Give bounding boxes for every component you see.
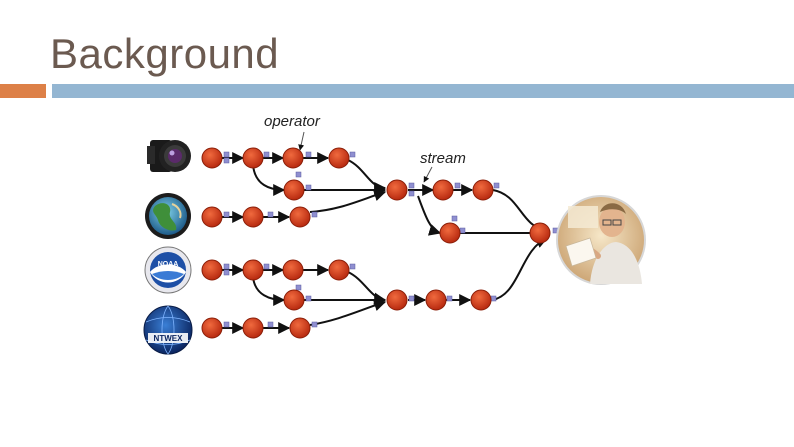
operator-node — [328, 259, 350, 281]
operator-node — [289, 317, 311, 339]
operator-node — [242, 147, 264, 169]
stream-marker — [267, 211, 274, 218]
operator-node — [282, 259, 304, 281]
operator-node — [432, 179, 454, 201]
edge — [347, 271, 387, 305]
operator-node — [386, 179, 408, 201]
operator-node — [201, 147, 223, 169]
operator-node — [201, 206, 223, 228]
operator-node — [282, 147, 304, 169]
slide-title: Background — [50, 30, 280, 77]
stream-marker — [223, 151, 230, 158]
operator-node — [439, 222, 461, 244]
stream-marker — [263, 151, 270, 158]
operator-node — [242, 206, 264, 228]
operator-node — [242, 259, 264, 281]
stream-marker — [459, 227, 466, 234]
camera-icon — [140, 136, 196, 178]
operator-node — [470, 289, 492, 311]
stream-markers — [223, 151, 559, 328]
edge — [347, 159, 387, 194]
stream-pointer — [423, 166, 433, 183]
stream-marker — [295, 171, 302, 178]
stream-marker — [408, 182, 415, 189]
operator-node — [529, 222, 551, 244]
stream-marker — [311, 321, 318, 328]
operator-node — [425, 289, 447, 311]
stream-marker — [263, 263, 270, 270]
stream-marker — [408, 190, 415, 197]
stream-marker — [454, 182, 461, 189]
operator-label: operator — [264, 113, 321, 130]
earth-globe-icon — [145, 193, 191, 239]
stream-marker — [223, 269, 230, 276]
network-globe-icon: NTWEX — [143, 305, 193, 355]
noaa-logo-icon: NOAA — [144, 246, 192, 294]
accent-bar-blue — [52, 84, 794, 98]
stream-marker — [408, 295, 415, 302]
stream-marker — [349, 263, 356, 270]
noaa-logo-text: NOAA — [158, 261, 179, 268]
stream-marker — [311, 211, 318, 218]
stream-label: stream — [420, 150, 466, 167]
edge — [252, 164, 286, 196]
person-analyst-icon — [556, 195, 646, 285]
stream-marker — [305, 295, 312, 302]
operator-node — [472, 179, 494, 201]
stream-marker — [223, 211, 230, 218]
edge — [417, 195, 442, 236]
accent-bar-orange — [0, 84, 46, 98]
edge — [309, 189, 387, 213]
operator-node — [201, 317, 223, 339]
edge — [252, 276, 286, 306]
stream-marker — [223, 263, 230, 270]
edge — [309, 299, 387, 326]
stream-marker — [349, 151, 356, 158]
stream-marker — [305, 151, 312, 158]
operator-node — [283, 179, 305, 201]
stream-marker — [305, 184, 312, 191]
stream-marker — [295, 284, 302, 291]
network-logo-text: NTWEX — [154, 334, 184, 343]
stream-marker — [223, 321, 230, 328]
operator-node — [242, 317, 264, 339]
stream-marker — [493, 182, 500, 189]
stream-marker — [446, 295, 453, 302]
operator-node — [328, 147, 350, 169]
operator-node — [289, 206, 311, 228]
operator-node — [386, 289, 408, 311]
operator-node — [201, 259, 223, 281]
operator-pointer — [298, 131, 305, 151]
stream-marker — [223, 157, 230, 164]
stream-marker — [490, 295, 497, 302]
operator-node — [283, 289, 305, 311]
operators — [201, 147, 551, 339]
stream-marker — [267, 321, 274, 328]
edge — [491, 236, 549, 301]
stream-marker — [451, 215, 458, 222]
